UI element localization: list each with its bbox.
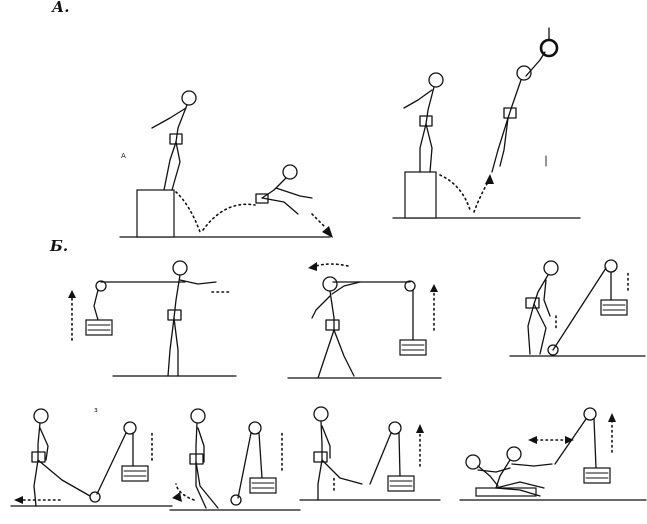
motion-arrow-arc	[175, 483, 195, 501]
arrowhead	[485, 174, 494, 184]
floor-pulley	[89, 491, 101, 503]
trajectory-arc	[202, 203, 256, 231]
standing-figure-on-box	[403, 72, 444, 173]
tucked-jumping-figure	[255, 164, 313, 215]
arrowhead	[322, 226, 333, 238]
pulley-wheel	[604, 259, 618, 273]
cable-diagonal	[237, 432, 252, 499]
cable-diagonal	[552, 267, 607, 351]
cable-diagonal	[369, 432, 392, 485]
section-a-label: А.	[52, 0, 70, 16]
reaching-figure	[491, 51, 546, 173]
pulley-wheel	[583, 407, 597, 421]
jump-box	[404, 171, 437, 219]
panel-b1-cable-pull	[68, 260, 237, 377]
cable-drop	[398, 432, 401, 477]
weight-stack	[249, 477, 277, 494]
motion-arrow-arc	[315, 263, 349, 267]
cable-drop	[258, 432, 263, 479]
panel-b4-leg-kick: з	[10, 406, 173, 507]
panel-a2-ring-jump	[392, 27, 581, 219]
trajectory-down	[175, 191, 201, 233]
figure-swinging-arm	[311, 276, 361, 379]
standing-figure-pulling	[167, 260, 217, 377]
floor-pulley	[547, 344, 559, 356]
weight-stack	[387, 475, 415, 492]
panel-b7-seated-row	[459, 407, 647, 501]
cable-diagonal	[96, 432, 127, 495]
trajectory-down	[439, 174, 471, 211]
panel-a1-box-jump	[119, 90, 333, 238]
panel-b6-knee-bend	[299, 406, 441, 501]
pulley-wheel	[248, 421, 262, 435]
cable-drop	[93, 289, 99, 321]
weight-stack	[399, 339, 427, 356]
weight-stack	[583, 467, 611, 484]
seated-figure-forward	[495, 446, 553, 497]
figure-bending-knee	[313, 406, 363, 501]
pulley-wheel	[404, 280, 416, 292]
weight-stack	[85, 319, 113, 336]
panel-b3-squat-lift	[509, 259, 646, 357]
pulley-wheel	[388, 421, 402, 435]
standing-figure-on-box	[151, 90, 197, 191]
figure-swinging-leg	[189, 408, 219, 509]
floor-pulley	[230, 494, 242, 506]
bench	[475, 487, 537, 497]
pulley-wheel	[123, 421, 137, 435]
section-a-small-mark: А	[121, 152, 126, 160]
panel-b2-arm-swing	[287, 262, 442, 379]
seated-figure-reclined	[465, 454, 511, 487]
pulley-wheel	[95, 280, 107, 292]
cable-drop	[593, 418, 597, 469]
trajectory-up	[473, 181, 489, 213]
section-b-label: Б.	[50, 237, 69, 255]
figure-kicking	[31, 408, 91, 507]
weight-stack	[600, 299, 628, 316]
jump-box	[136, 189, 175, 238]
landing-arrow	[311, 213, 327, 229]
weight-stack	[121, 465, 149, 482]
svg-text:з: з	[94, 406, 98, 414]
squatting-figure	[525, 260, 559, 355]
gymnastic-ring	[539, 38, 559, 58]
panel-b5-leg-swing	[169, 408, 301, 511]
